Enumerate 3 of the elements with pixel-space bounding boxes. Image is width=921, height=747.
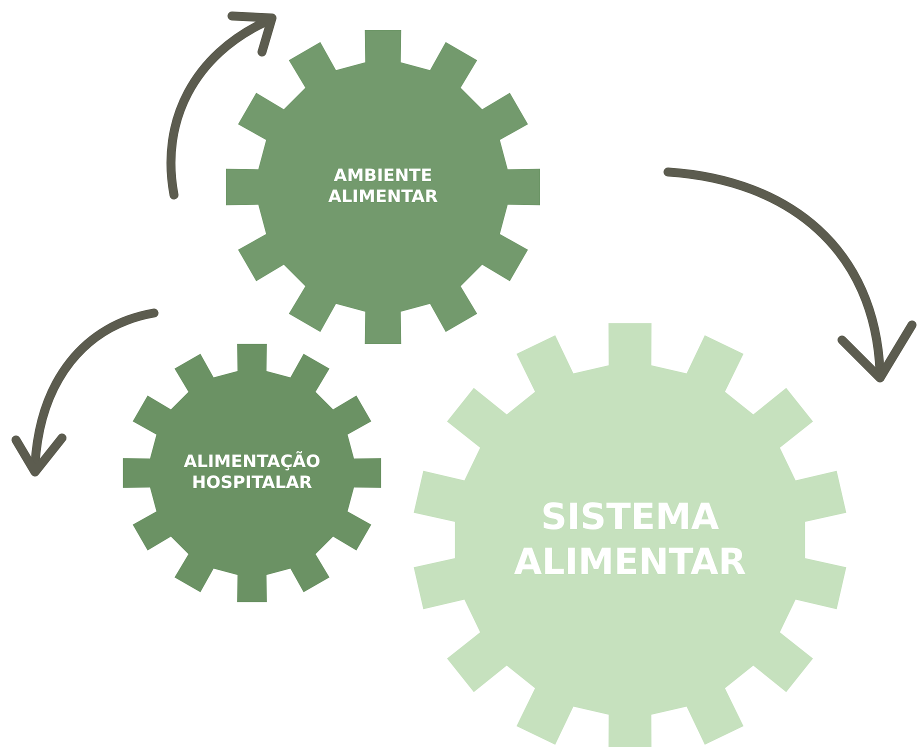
gear-label: AMBIENTE ALIMENTAR: [327, 166, 439, 208]
gear-label: SISTEMA ALIMENTAR: [512, 496, 748, 585]
gear-label: ALIMENTAÇÃO HOSPITALAR: [182, 452, 322, 494]
